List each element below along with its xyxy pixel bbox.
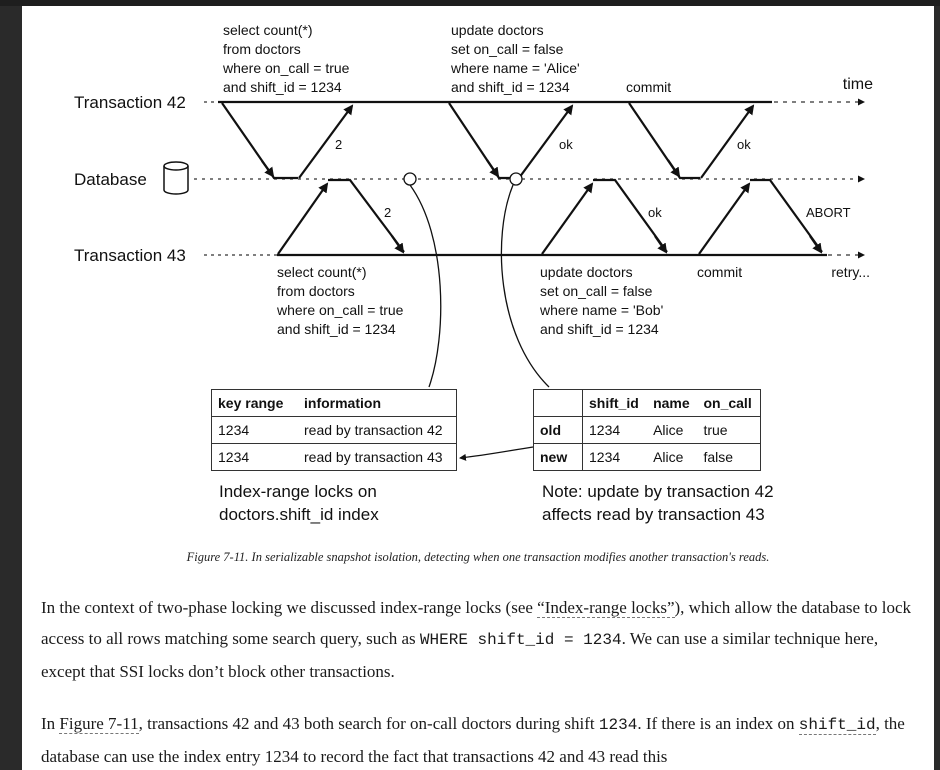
tx42-update-query: update doctors set on_call = false where… — [450, 22, 580, 95]
tx42-select-response — [298, 104, 354, 179]
inline-code: WHERE shift_id = 1234 — [419, 631, 622, 649]
tx42-commit-ok: ok — [737, 137, 751, 152]
svg-text:set on_call = false: set on_call = false — [451, 41, 564, 57]
tx42-response-count: 2 — [335, 137, 342, 152]
figure-diagram: time Transaction 42 Database Transaction… — [74, 22, 873, 461]
tx42-commit-response — [700, 104, 755, 179]
window-top-border — [0, 0, 940, 6]
index-lock-marker — [403, 172, 417, 186]
tx42-label: Transaction 42 — [74, 93, 186, 112]
body-paragraph-1: In the context of two-phase locking we d… — [41, 598, 912, 681]
svg-text:where on_call = true: where on_call = true — [222, 60, 350, 76]
database-icon — [163, 161, 189, 195]
lock-table-caption: Index-range locks on doctors.shift_id in… — [219, 482, 379, 524]
time-label: time — [843, 76, 873, 93]
tx43-label: Transaction 43 — [74, 246, 186, 265]
doctor-update-table: shift_id name on_call old 1234 Alice tru… — [533, 389, 761, 471]
tx43-select-query: select count(*) from doctors where on_ca… — [276, 264, 404, 337]
svg-text:set on_call = false: set on_call = false — [540, 283, 653, 299]
update-conflict-marker — [509, 172, 523, 186]
svg-text:where name = 'Bob': where name = 'Bob' — [539, 302, 663, 318]
svg-text:and shift_id = 1234: and shift_id = 1234 — [540, 321, 659, 337]
svg-text:and shift_id = 1234: and shift_id = 1234 — [223, 79, 342, 95]
tx43-update-ok: ok — [648, 205, 662, 220]
table-row: old 1234 Alice true — [533, 416, 761, 444]
tx43-abort-label: ABORT — [806, 205, 851, 220]
index-range-lock-table: key range information 1234 read by trans… — [211, 389, 457, 471]
tx43-select-request — [277, 182, 329, 255]
index-lock-connector — [409, 184, 442, 388]
inline-code: 1234 — [598, 716, 638, 734]
body-paragraph-2: In Figure 7-11, transactions 42 and 43 b… — [41, 714, 905, 766]
table-row: 1234 read by transaction 42 — [211, 416, 457, 444]
book-page: time Transaction 42 Database Transaction… — [22, 6, 934, 770]
figure-caption: Figure 7-11. In serializable snapshot is… — [186, 550, 770, 564]
svg-text:select count(*): select count(*) — [277, 264, 366, 280]
inline-code: shift_id — [798, 716, 876, 735]
tx42-commit-request — [628, 102, 700, 180]
svg-text:where on_call = true: where on_call = true — [276, 302, 404, 318]
tx43-commit-label: commit — [697, 264, 742, 280]
svg-text:select count(*): select count(*) — [223, 22, 312, 38]
database-label: Database — [74, 170, 147, 189]
svg-text:update doctors: update doctors — [451, 22, 544, 38]
update-table-caption: Note: update by transaction 42 affects r… — [542, 482, 774, 524]
svg-text:where name = 'Alice': where name = 'Alice' — [450, 60, 580, 76]
tx42-select-request — [221, 102, 298, 180]
tx43-abort-response — [750, 178, 823, 253]
tx43-commit-request — [698, 182, 751, 255]
table-header-row: key range information — [218, 395, 381, 411]
table-row: new 1234 Alice false — [533, 443, 761, 471]
tx43-update-query: update doctors set on_call = false where… — [539, 264, 663, 337]
tx43-update-request — [541, 182, 594, 255]
svg-text:from doctors: from doctors — [223, 41, 301, 57]
svg-text:update doctors: update doctors — [540, 264, 633, 280]
figure-7-11-link[interactable]: Figure 7-11 — [59, 714, 139, 734]
tx43-select-response — [328, 178, 405, 253]
tx43-update-response — [593, 178, 668, 253]
tx42-update-request — [448, 102, 518, 180]
tx42-commit-label: commit — [626, 79, 671, 95]
svg-text:from doctors: from doctors — [277, 283, 355, 299]
svg-text:and shift_id = 1234: and shift_id = 1234 — [451, 79, 570, 95]
svg-text:and shift_id = 1234: and shift_id = 1234 — [277, 321, 396, 337]
conflict-notify-arrow — [459, 446, 534, 461]
update-conflict-connector — [500, 184, 550, 388]
table-row: 1234 read by transaction 43 — [211, 443, 457, 471]
tx42-update-response — [518, 104, 574, 179]
index-range-locks-link[interactable]: “Index-range locks” — [537, 598, 675, 618]
table-header-row: shift_id name on_call — [533, 389, 761, 417]
tx43-response-count: 2 — [384, 205, 391, 220]
tx42-update-ok: ok — [559, 137, 573, 152]
tx43-retry-label: retry... — [831, 264, 870, 280]
tx42-select-query: select count(*) from doctors where on_ca… — [222, 22, 350, 95]
